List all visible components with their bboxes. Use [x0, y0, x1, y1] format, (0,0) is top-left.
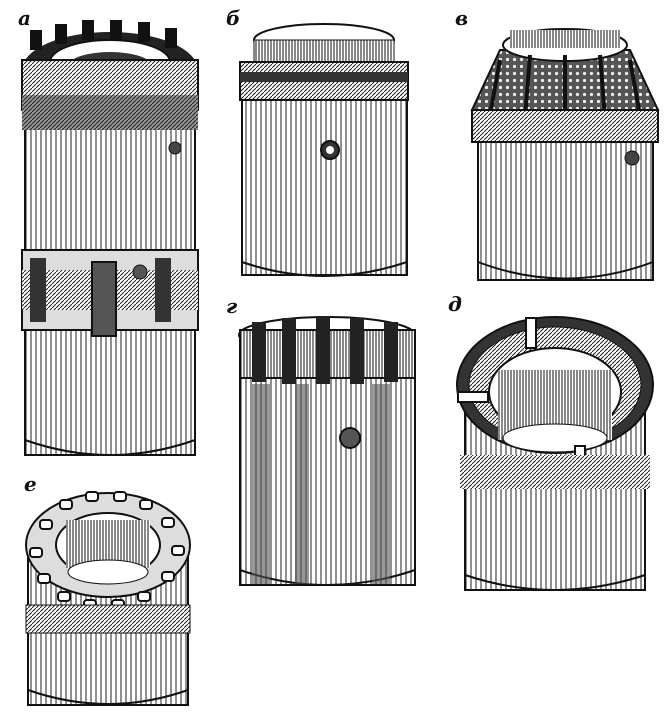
- bit-a: [21, 20, 199, 456]
- label-g: г: [226, 294, 238, 318]
- label-b: б: [226, 6, 241, 30]
- bit-b: [239, 23, 409, 277]
- label-e: е: [24, 472, 37, 496]
- bit-v: [470, 28, 660, 281]
- bit-d: [456, 316, 654, 591]
- label-v: в: [455, 6, 469, 30]
- bit-e: [25, 491, 191, 706]
- bit-g: [238, 316, 416, 586]
- label-d: д: [448, 292, 462, 316]
- label-a: а: [18, 6, 31, 30]
